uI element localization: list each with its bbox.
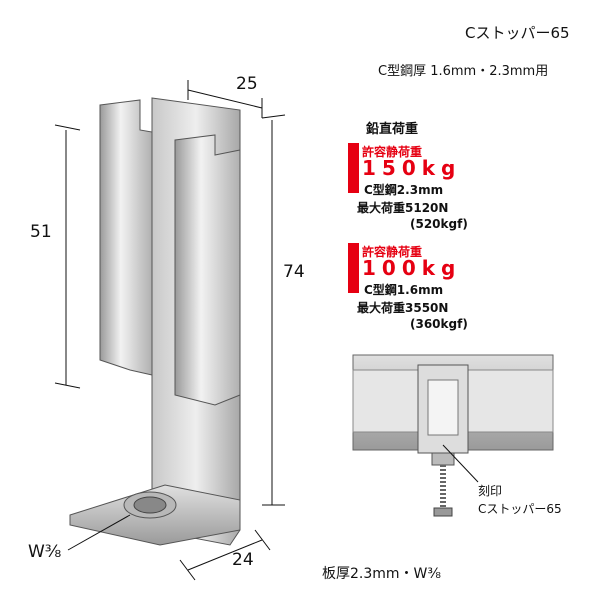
dimension-lines <box>54 80 286 581</box>
max-load: 最大荷重5120N <box>357 201 449 215</box>
bolt-size: W⅜ <box>28 542 62 562</box>
steel-spec: C型鋼1.6mm <box>364 283 444 297</box>
max-load: 最大荷重3550N <box>357 301 449 315</box>
product-subtitle: C型鋼厚 1.6mm・2.3mm用 <box>378 64 549 79</box>
dim-width-top: 25 <box>236 74 258 94</box>
left-channel <box>99 99 153 376</box>
max-load-kgf: (360kgf) <box>410 317 468 331</box>
channel-diagram <box>352 354 554 517</box>
allowable-load-value: 100kg <box>362 256 462 280</box>
steel-spec: C型鋼2.3mm <box>364 183 444 197</box>
footer-spec: 板厚2.3mm・W⅜ <box>322 566 441 582</box>
dim-width-bottom: 24 <box>232 550 254 570</box>
dim-height-total: 74 <box>283 262 305 282</box>
dim-height-left: 51 <box>30 222 52 242</box>
load-heading: 鉛直荷重 <box>366 122 419 137</box>
max-load-kgf: (520kgf) <box>410 217 468 231</box>
accent-bar <box>348 243 359 293</box>
allowable-load-value: 150kg <box>362 156 462 180</box>
allowable-load-label: 許容静荷重 <box>362 245 423 259</box>
front-channel <box>174 134 241 406</box>
allowable-load-label: 許容静荷重 <box>362 145 423 159</box>
callout-line2: Cストッパー65 <box>478 502 562 516</box>
accent-bar <box>348 143 359 193</box>
product-title: Cストッパー65 <box>465 24 570 42</box>
callout-line1: 刻印 <box>478 484 503 498</box>
